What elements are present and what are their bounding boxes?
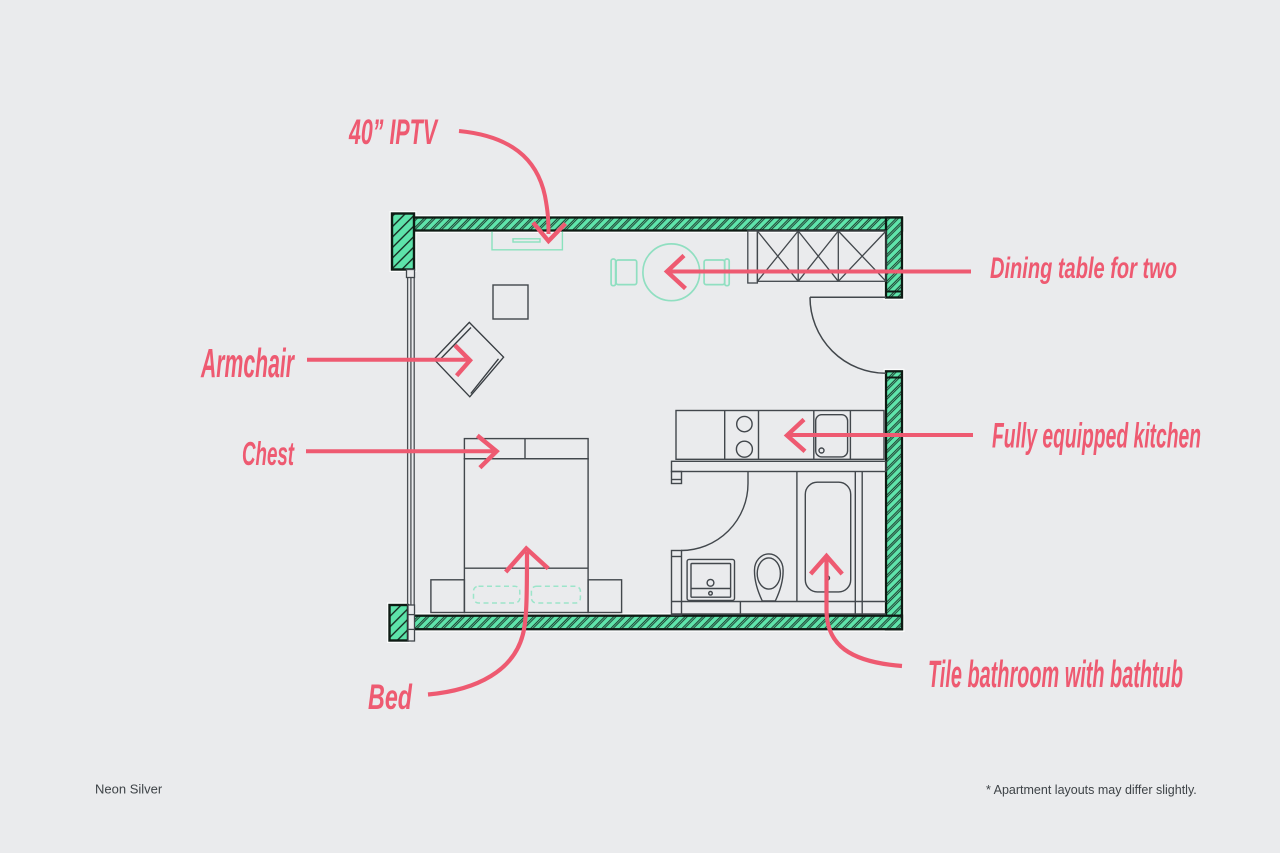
svg-text:Armchair: Armchair <box>200 340 295 386</box>
svg-text:Tile bathroom with bathtub: Tile bathroom with bathtub <box>928 654 1183 696</box>
svg-text:Bed: Bed <box>368 678 412 717</box>
svg-text:Dining table for two: Dining table for two <box>990 252 1177 285</box>
svg-text:Chest: Chest <box>242 435 295 472</box>
svg-text:* Apartment layouts may differ: * Apartment layouts may differ slightly. <box>986 783 1197 797</box>
svg-text:Fully equipped kitchen: Fully equipped kitchen <box>992 417 1201 456</box>
svg-text:Neon Silver: Neon Silver <box>95 782 163 797</box>
svg-text:40” IPTV: 40” IPTV <box>348 113 438 152</box>
